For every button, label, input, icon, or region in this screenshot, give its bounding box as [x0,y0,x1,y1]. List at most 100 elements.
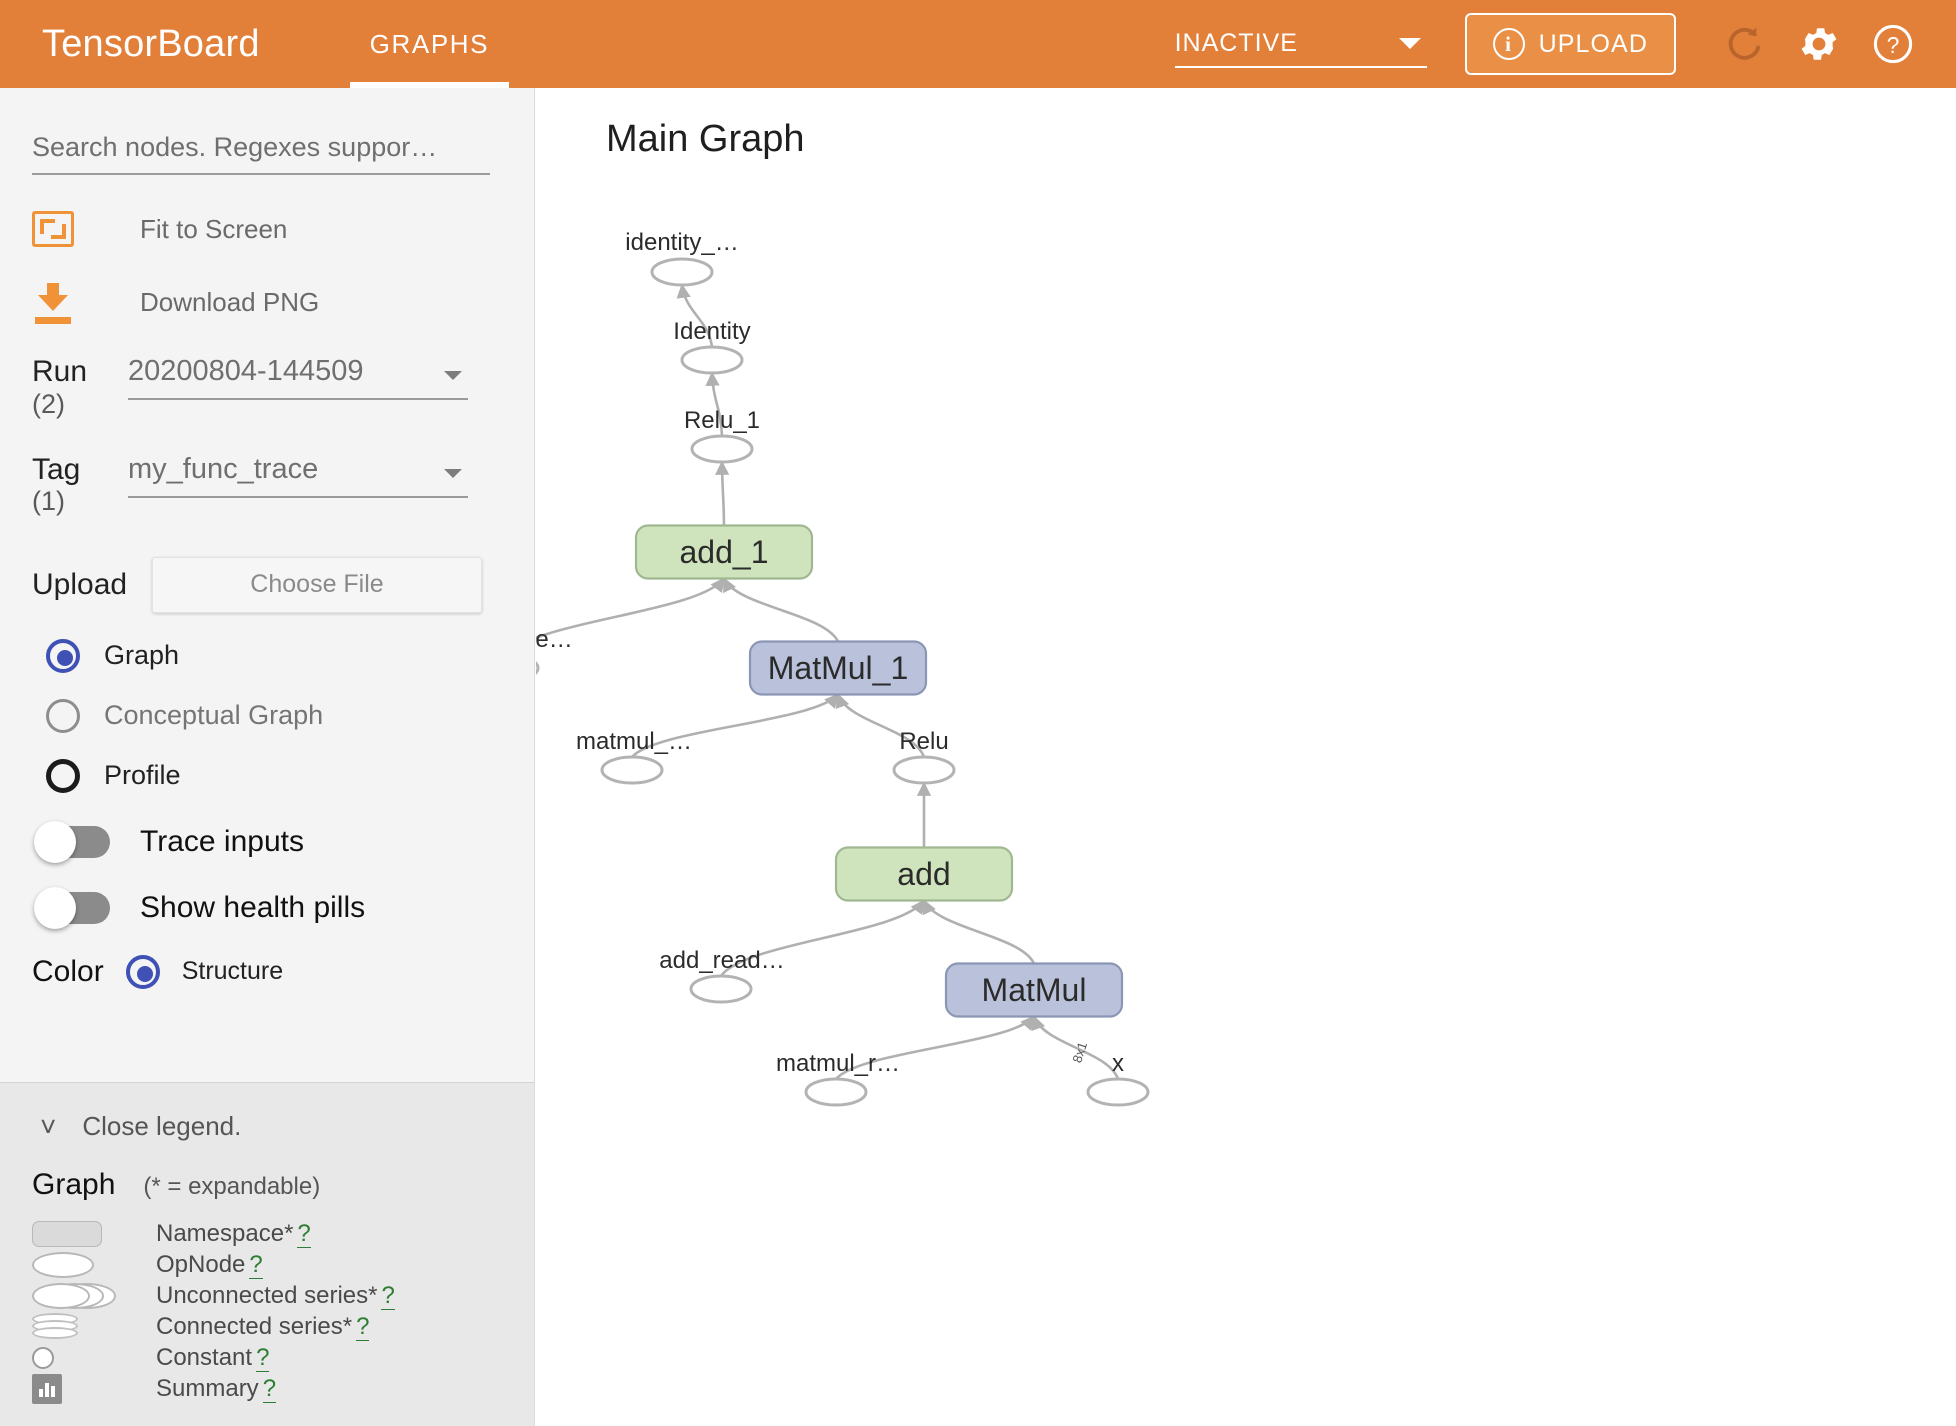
legend-item-label: Constant? [156,1343,270,1372]
svg-text:identity_…: identity_… [625,229,738,256]
legend-item-label: Namespace*? [156,1219,311,1248]
help-link[interactable]: ? [381,1281,395,1310]
unconnected-series-swatch-icon [32,1282,128,1309]
close-legend-button[interactable]: ˅ Close legend. [40,1111,534,1142]
radio-icon[interactable] [125,954,160,989]
help-link[interactable]: ? [249,1250,263,1279]
fit-to-screen-button[interactable]: Fit to Screen [32,211,534,247]
download-png-label: Download PNG [140,286,320,317]
color-option-row: Color Structure [32,954,534,989]
graph-node-Relu[interactable]: Relu [892,728,956,785]
svg-text:add: add [897,856,950,892]
graph-node-add[interactable]: add [834,846,1014,902]
legend-panel: ˅ Close legend. Graph (* = expandable) N… [0,1082,534,1426]
graph-node-add_1_read[interactable]: add_1_re… [536,626,573,681]
radio-icon [46,638,80,673]
refresh-icon[interactable] [1718,17,1772,71]
graph-node-identity_out[interactable]: identity_… [625,229,739,287]
svg-text:?: ? [1887,32,1900,58]
header-actions: INACTIVE i UPLOAD ? [1174,0,1930,88]
info-icon: i [1492,28,1525,60]
help-icon[interactable]: ? [1866,17,1920,71]
svg-text:Relu_1: Relu_1 [684,407,760,434]
color-structure-label: Structure [181,957,284,986]
graph-type-label: Conceptual Graph [104,700,324,731]
help-link[interactable]: ? [297,1219,311,1248]
choose-file-button[interactable]: Choose File [152,556,482,613]
search-input[interactable] [32,132,490,175]
legend-item-summary: Summary? [32,1373,534,1404]
run-field: Run (2) 20200804-144509 [32,355,534,419]
gear-icon[interactable] [1792,17,1846,71]
graph-type-label: Profile [104,760,181,791]
graph-node-matmul_read[interactable]: matmul_r… [776,1050,900,1107]
help-link[interactable]: ? [356,1312,370,1341]
show-health-pills-label: Show health pills [140,890,366,924]
upload-label: Upload [32,567,128,601]
legend-item-namespace: Namespace*? [32,1218,534,1249]
fit-to-screen-label: Fit to Screen [140,213,288,244]
run-status-label: INACTIVE [1174,28,1298,57]
radio-icon [46,758,80,793]
close-legend-label: Close legend. [82,1111,242,1141]
toggle-switch-icon [34,886,110,929]
svg-text:add_1_re…: add_1_re… [536,626,573,653]
app-brand: TensorBoard [42,22,260,65]
run-label: Run (2) [32,355,128,419]
download-png-button[interactable]: Download PNG [32,283,534,324]
graph-type-option-graph[interactable]: Graph [46,638,534,673]
tag-field: Tag (1) my_func_trace [32,453,534,517]
legend-item-label: Unconnected series*? [156,1281,395,1310]
opnode-swatch-icon [32,1251,128,1278]
help-link[interactable]: ? [262,1374,277,1403]
graph-node-add_read[interactable]: add_read… [659,947,785,1004]
sidebar-controls: Fit to Screen Download PNG Run (2) 20200… [0,132,534,1082]
svg-text:add_1: add_1 [680,534,769,570]
sidebar: Fit to Screen Download PNG Run (2) 20200… [0,88,535,1426]
svg-text:MatMul: MatMul [982,972,1087,1008]
graph-type-option-profile[interactable]: Profile [46,758,534,793]
legend-header: Graph (* = expandable) [32,1168,534,1202]
graph-type-option-conceptual-graph[interactable]: Conceptual Graph [46,698,534,733]
help-link[interactable]: ? [256,1343,270,1372]
graph-node-x[interactable]: x [1086,1050,1150,1107]
graph-node-Relu_1[interactable]: Relu_1 [684,407,760,464]
graph-node-matmul_read1[interactable]: matmul_… [576,728,692,785]
svg-text:Relu: Relu [899,728,948,755]
graph-node-MatMul[interactable]: MatMul [944,962,1124,1018]
svg-text:MatMul_1: MatMul_1 [768,650,909,686]
svg-text:Identity: Identity [673,318,750,345]
radio-icon [46,698,80,733]
trace-inputs-label: Trace inputs [140,824,304,858]
tag-select[interactable]: my_func_trace [128,453,468,498]
graph-node-MatMul_1[interactable]: MatMul_1 [748,640,928,696]
search-field-wrap [32,132,490,175]
tag-count: (1) [32,486,65,517]
legend-item-unconnected-series: Unconnected series*? [32,1280,534,1311]
svg-text:matmul_…: matmul_… [576,728,692,755]
graph-type-label: Graph [104,640,180,671]
upload-field: Upload Choose File [32,556,534,613]
legend-note: (* = expandable) [143,1173,321,1200]
run-select[interactable]: 20200804-144509 [128,355,468,400]
graph-node-add_1[interactable]: add_1 [634,524,814,580]
legend-items: Namespace*? OpNode? Unconnected series*?… [0,1218,534,1404]
svg-text:add_read…: add_read… [659,947,784,974]
chevron-down-icon [1398,38,1421,49]
svg-text:8x1: 8x1 [1069,1040,1090,1065]
upload-button-label: UPLOAD [1538,29,1648,58]
tag-label: Tag (1) [32,453,128,517]
legend-item-constant: Constant? [32,1342,534,1373]
toggle-switch-icon [34,820,110,863]
trace-inputs-toggle[interactable]: Trace inputs [34,820,534,863]
run-status-dropdown[interactable]: INACTIVE [1174,20,1427,68]
download-icon [32,283,74,324]
upload-button[interactable]: i UPLOAD [1464,13,1676,75]
svg-text:matmul_r…: matmul_r… [776,1050,900,1077]
chevron-down-icon [444,468,462,478]
graph-node-Identity[interactable]: Identity [673,318,751,375]
show-health-pills-toggle[interactable]: Show health pills [34,886,534,929]
tab-graphs[interactable]: GRAPHS [349,0,510,88]
